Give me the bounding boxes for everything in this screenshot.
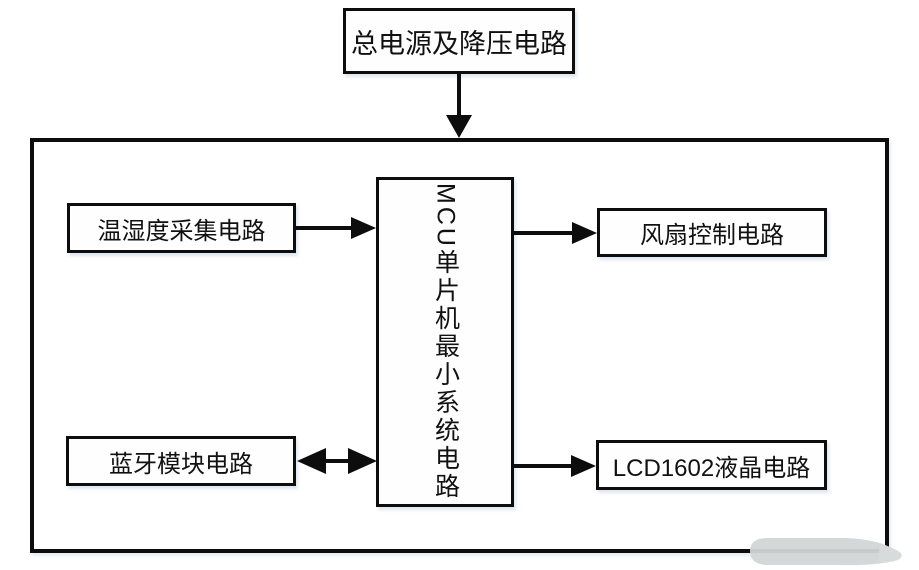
node-power-supply: 总电源及降压电路 [343,8,575,74]
node-bluetooth-label: 蓝牙模块电路 [109,450,253,478]
node-mcu-label: MCU单片机最小系统电路 [431,183,460,501]
arrow-power-to-system-line [457,74,461,118]
arrow-temp-to-mcu-line [296,226,352,230]
node-bluetooth: 蓝牙模块电路 [66,436,296,486]
arrow-mcu-to-fan-head-icon [572,222,597,244]
arrow-mcu-to-lcd-line [514,464,572,468]
arrow-bluetooth-mcu-right-head-icon [348,448,377,474]
node-power-supply-label: 总电源及降压电路 [351,28,567,59]
node-lcd1602-label: LCD1602液晶电路 [612,454,811,482]
arrow-mcu-to-fan-line [514,231,573,235]
arrow-bluetooth-mcu-line [324,459,350,463]
node-temperature-humidity: 温湿度采集电路 [67,203,296,253]
node-mcu: MCU单片机最小系统电路 [376,177,514,507]
arrow-bluetooth-mcu-left-head-icon [297,448,326,474]
smudge-artifact [750,538,902,566]
arrow-temp-to-mcu-head-icon [351,217,376,239]
arrow-mcu-to-lcd-head-icon [571,455,596,477]
arrow-power-to-system-head-icon [446,115,472,138]
node-fan-control: 风扇控制电路 [597,208,827,257]
node-fan-control-label: 风扇控制电路 [640,222,784,249]
system-boundary-frame [30,138,889,553]
node-temperature-humidity-label: 温湿度采集电路 [97,217,266,245]
node-lcd1602: LCD1602液晶电路 [596,440,827,490]
